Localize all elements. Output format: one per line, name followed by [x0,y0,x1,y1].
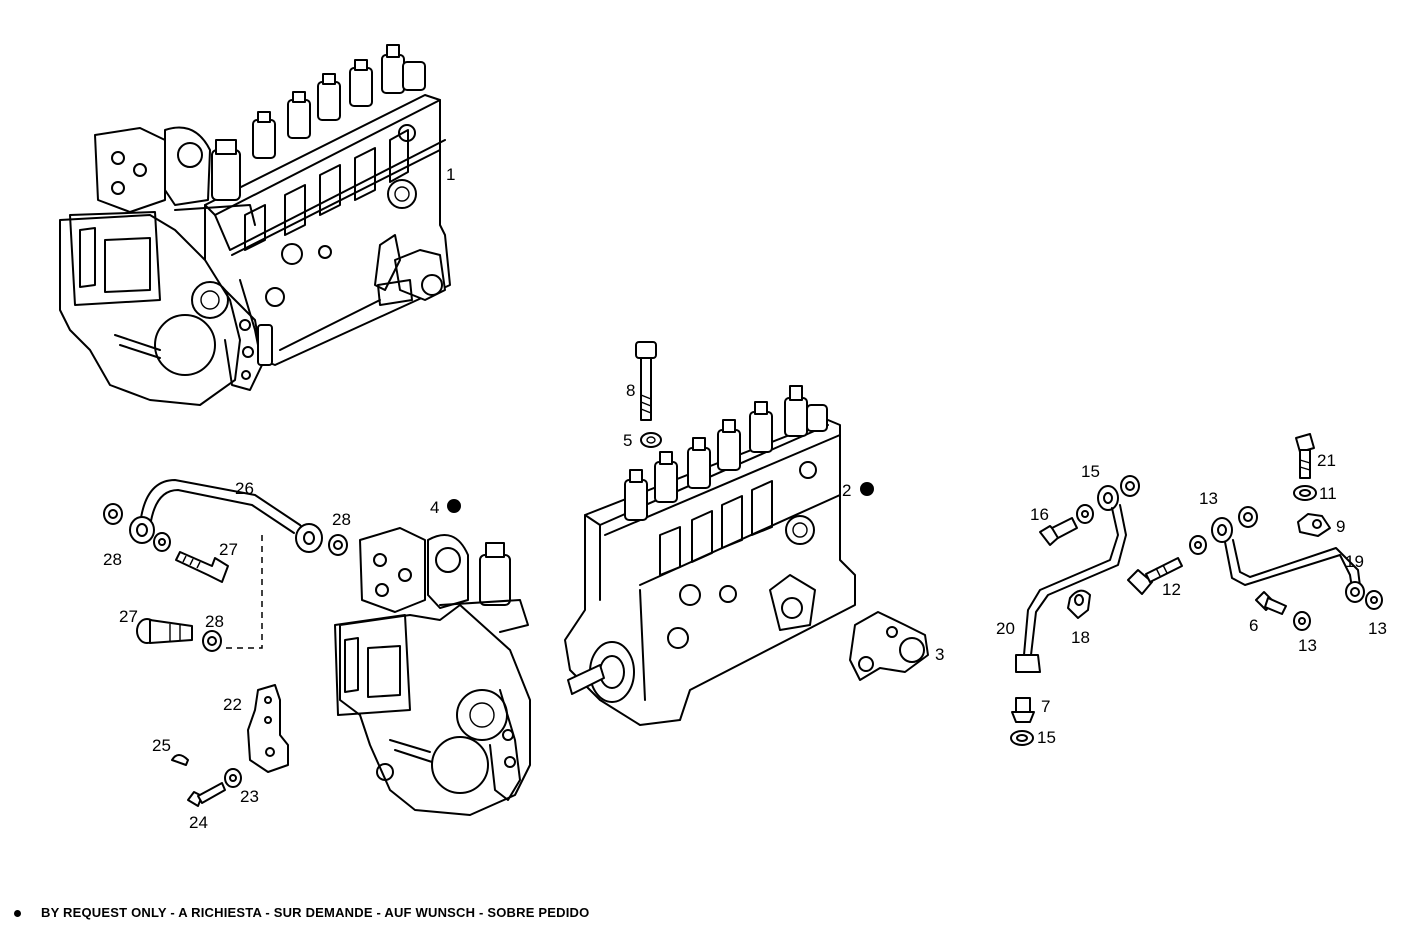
part-21-bolt [1295,433,1315,479]
callout-12: 12 [1162,580,1181,599]
part-11-washer [1293,485,1317,501]
callout-21: 21 [1317,451,1336,470]
callout-2: 2 [842,481,851,500]
part-18-clip [1067,589,1091,619]
callout-7: 7 [1041,697,1050,716]
callout-24: 24 [189,813,208,832]
callout-28-right: 28 [332,510,351,529]
callout-28-left: 28 [103,550,122,569]
part-13-washer-c [1293,611,1311,631]
callout-27-lower: 27 [119,607,138,626]
part-27-banjo-bolt-upper [175,551,229,583]
callout-labels: 1 2 3 4 5 6 7 8 9 11 12 13 13 13 15 15 1… [103,165,1387,832]
callout-9: 9 [1336,517,1345,536]
callout-25: 25 [152,736,171,755]
request-only-bullet-2 [860,482,874,496]
part-27-banjo-bolt-lower [136,618,193,644]
part-24-screw [187,782,226,807]
injection-pump-assembly-1 [59,44,451,406]
footnote-text: BY REQUEST ONLY - A RICHIESTA - SUR DEMA… [41,905,590,920]
request-only-bullet-icon [14,910,21,918]
callout-19: 19 [1345,552,1364,571]
callout-15-bottom: 15 [1037,728,1056,747]
part-19-pipe [1211,517,1365,603]
part-25-key [171,754,189,766]
governor-housing-4 [334,527,531,816]
injection-pump-body-2 [564,385,856,726]
callout-15-top: 15 [1081,462,1100,481]
callout-22: 22 [223,695,242,714]
callout-13-mid: 13 [1298,636,1317,655]
callout-26: 26 [235,479,254,498]
callout-3: 3 [935,645,944,664]
callout-13-top: 13 [1199,489,1218,508]
request-only-bullet-4 [447,499,461,513]
part-15-washer-top [1120,475,1140,497]
part-3-fitting [849,611,929,681]
part-6-bolt [1255,591,1287,615]
part-13-washer-b [1238,506,1258,528]
part-15-washer-bottom [1010,730,1034,746]
part-13-washer-a [1189,535,1207,555]
callout-18: 18 [1071,628,1090,647]
callout-28-lower: 28 [205,612,224,631]
part-5-washer [640,432,662,448]
part-16-bolt [1039,504,1094,546]
part-22-bracket [247,684,289,773]
callout-6: 6 [1249,616,1258,635]
part-28-washer-lower [202,630,222,652]
callout-20: 20 [996,619,1015,638]
part-26-pipe [129,479,323,553]
part-13-washer-d [1365,590,1383,610]
callout-4: 4 [430,498,439,517]
callout-27-upper: 27 [219,540,238,559]
part-8-bolt [635,341,657,421]
callout-16: 16 [1030,505,1049,524]
callout-1: 1 [446,165,455,184]
callout-8: 8 [626,381,635,400]
callout-23: 23 [240,787,259,806]
callout-11: 11 [1319,484,1337,503]
part-28-washer-top-left [103,503,123,525]
request-only-footnote: BY REQUEST ONLY - A RICHIESTA - SUR DEMA… [14,905,589,920]
callout-5: 5 [623,431,632,450]
part-7-fitting [1011,697,1035,723]
part-20-pipe [1015,485,1127,673]
assembly-dashed-leader [225,535,263,649]
part-23-washer [224,768,242,788]
callout-13-right: 13 [1368,619,1387,638]
part-28-washer-right [328,534,348,556]
part-9-clamp [1297,513,1331,537]
part-28-washer-mid [153,532,171,552]
part-12-bolt [1127,557,1183,595]
